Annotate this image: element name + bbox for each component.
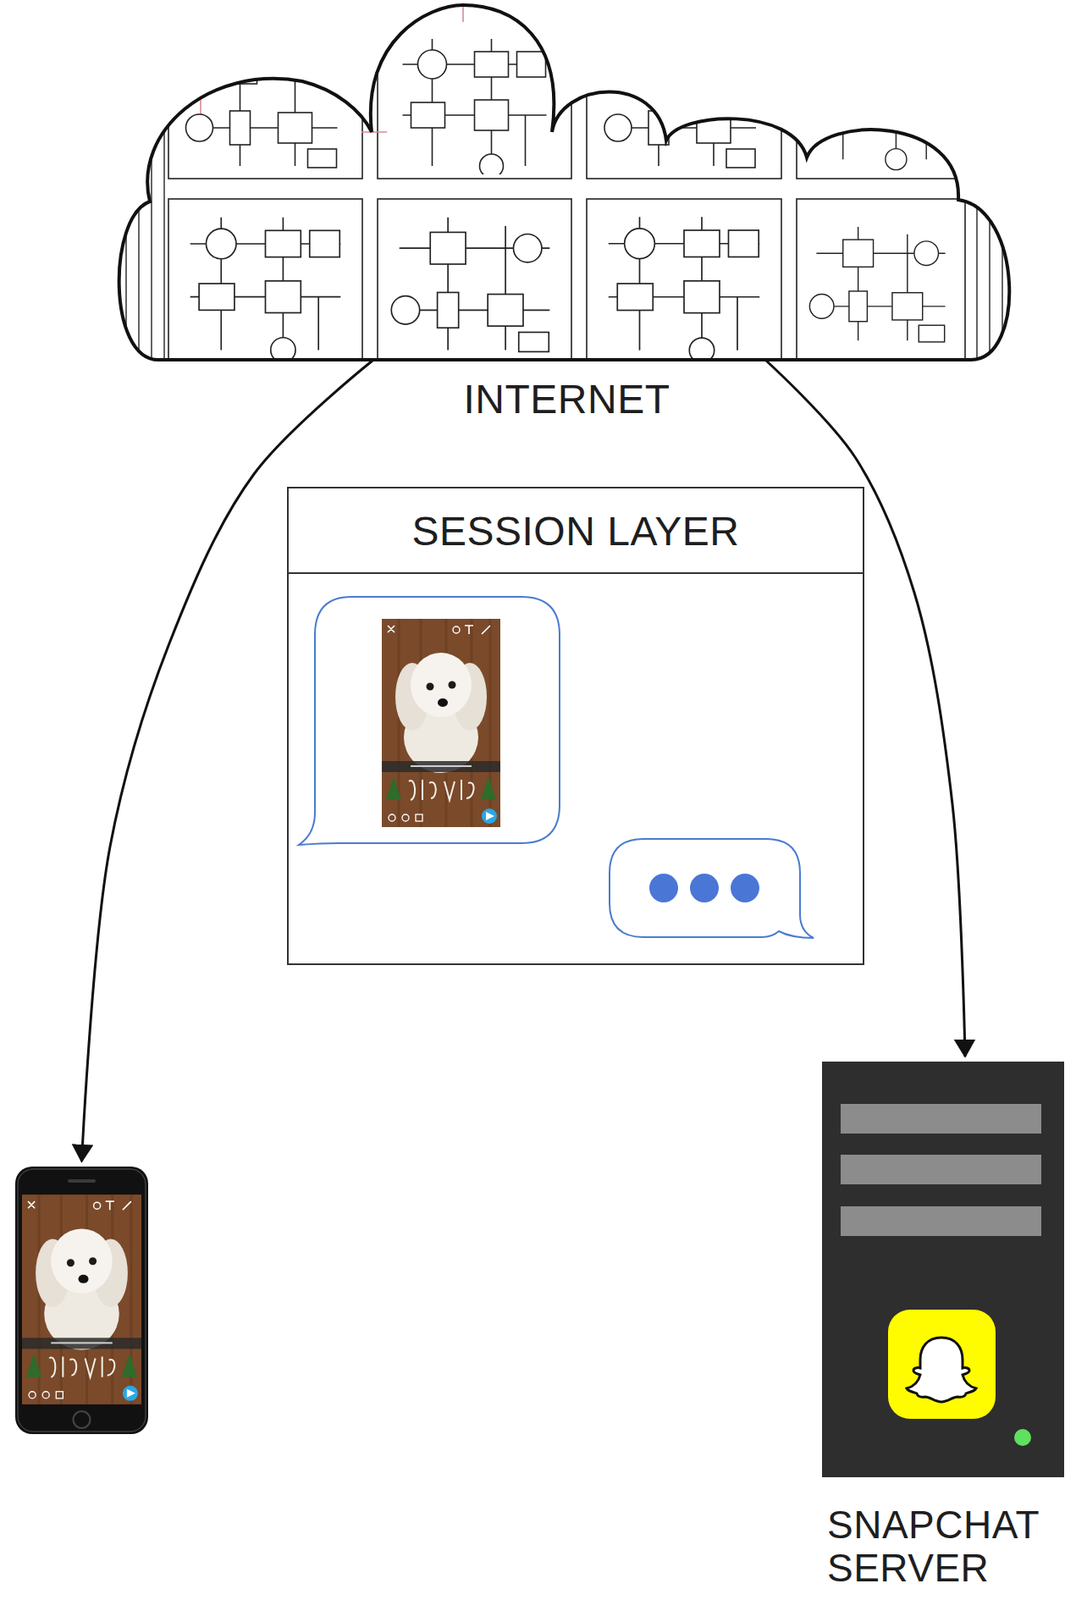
typing-dot — [730, 873, 760, 903]
phone-device-shape — [15, 1166, 149, 1435]
phone-device-figure — [15, 1166, 149, 1435]
snapchat-server: SNAPCHAT SERVER — [822, 1061, 1065, 1478]
snapchat-server-figure — [822, 1061, 1065, 1478]
snapchat-server-shape — [822, 1061, 1065, 1478]
internet-cloud-shape — [107, 5, 1027, 361]
node-label: INTERNET — [107, 377, 1027, 423]
photo-bubble — [298, 596, 560, 845]
layer-heading: SESSION LAYER — [288, 488, 863, 574]
typing-dot — [649, 873, 679, 903]
connector-arrow — [82, 360, 374, 1162]
phone-device — [15, 1166, 149, 1435]
typing-bubble — [609, 838, 814, 939]
session-layer-box: SESSION LAYER — [286, 486, 865, 966]
internet-cloud: INTERNET — [107, 5, 1027, 361]
snap-photo — [381, 618, 501, 828]
connector-arrow — [766, 360, 966, 1057]
internet-cloud-figure — [107, 0, 1027, 369]
chat-bubbles — [298, 596, 814, 939]
node-label: SNAPCHAT SERVER — [827, 1503, 1056, 1590]
typing-dot — [689, 873, 719, 903]
